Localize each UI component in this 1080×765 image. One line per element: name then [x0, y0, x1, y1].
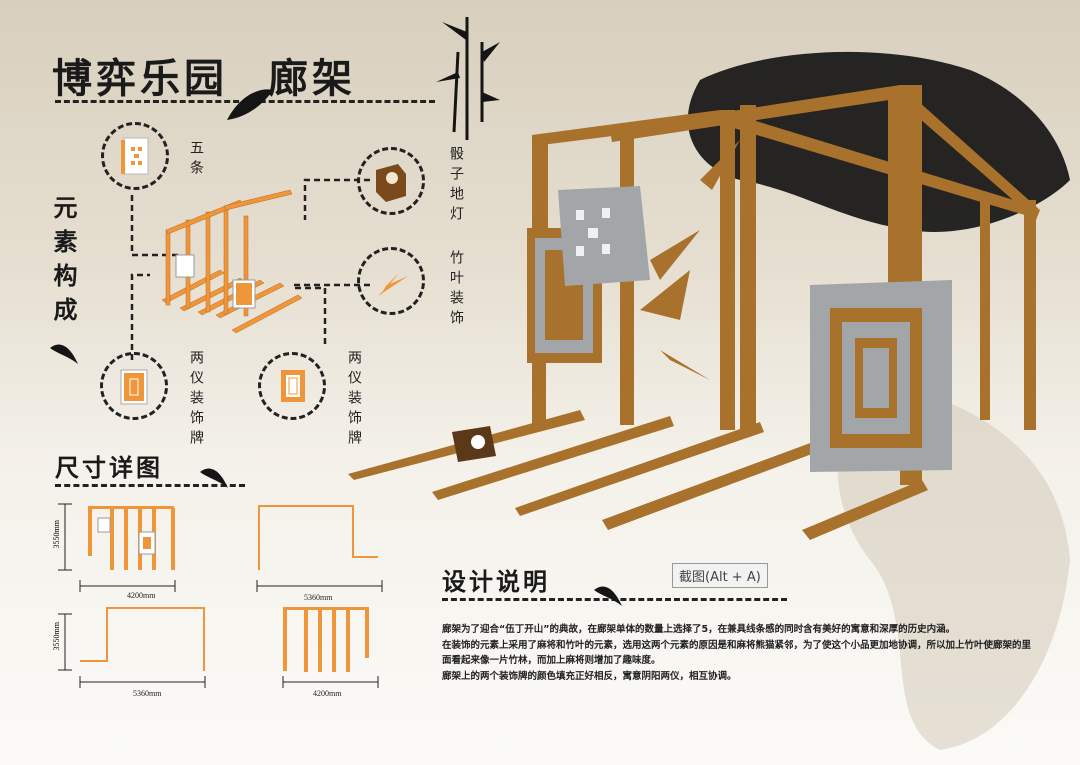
bamboo-ink-icon — [436, 17, 500, 140]
ink-splash-decoration — [687, 51, 1070, 232]
title-main: 博弈乐园 — [52, 55, 228, 102]
title-sub: 廊架 — [268, 55, 356, 102]
dimension-width-1: 4200mm — [127, 591, 156, 600]
element-diagram — [130, 178, 370, 360]
page-title: 博弈乐园廊架 — [52, 46, 356, 104]
corridor-render — [348, 85, 1040, 540]
element-label-plaque-2: 两仪装饰牌 — [346, 350, 362, 450]
dice-lamp-icon — [376, 164, 406, 202]
dimension-width-4: 4200mm — [313, 689, 342, 698]
mahjong-tile-icon — [121, 137, 149, 175]
elements-heading: 元素构成 — [49, 195, 78, 331]
dimension-width-3: 5360mm — [133, 689, 162, 698]
element-circle-plaque-1 — [100, 352, 168, 420]
element-circle-bamboo — [357, 247, 425, 315]
description-paragraph: 廊架上的两个装饰牌的颜色填充正好相反，寓意阴阳两仪，相互协调。 — [442, 670, 737, 682]
element-label-plaque-1: 两仪装饰牌 — [188, 350, 204, 450]
description-paragraph: 在装饰的元素上采用了麻将和竹叶的元素，选用这两个元素的原因是和麻将熊猫紧邻，为了… — [442, 639, 1032, 667]
dimension-height-1: 3550mm — [52, 520, 61, 549]
leaf-ink-icon — [227, 89, 273, 120]
description-body: 廊架为了迎合“伍丁开山”的典故，在廊架单体的数量上选择了5，在兼具线条感的同时含… — [442, 622, 1032, 684]
element-circle-plaque-2 — [258, 352, 326, 420]
ink-wash-decoration — [837, 380, 1070, 750]
element-label-bamboo: 竹叶装饰 — [448, 250, 464, 330]
element-label-dice: 骰子地灯 — [448, 146, 464, 226]
dimensions-divider — [55, 484, 245, 487]
description-heading: 设计说明 — [442, 567, 550, 596]
plaque-icon — [120, 369, 148, 405]
bird-ink-icon — [200, 468, 228, 488]
bamboo-leaf-icon — [378, 272, 408, 296]
dimension-height-3: 3550mm — [52, 622, 61, 651]
screenshot-tooltip: 截图(Alt + A) — [672, 563, 768, 588]
plaque-icon — [281, 370, 305, 402]
element-circle-mahjong — [101, 122, 169, 190]
bird-ink-icon — [594, 586, 622, 606]
description-paragraph: 廊架为了迎合“伍丁开山”的典故，在廊架单体的数量上选择了5，在兼具线条感的同时含… — [442, 624, 956, 635]
dimension-drawings — [58, 503, 383, 688]
dimensions-heading: 尺寸详图 — [55, 453, 163, 482]
dimension-width-2: 5360mm — [304, 593, 333, 602]
element-label-mahjong: 五条 — [188, 140, 204, 180]
bird-ink-icon — [50, 344, 78, 364]
dice-lamp — [452, 426, 496, 462]
